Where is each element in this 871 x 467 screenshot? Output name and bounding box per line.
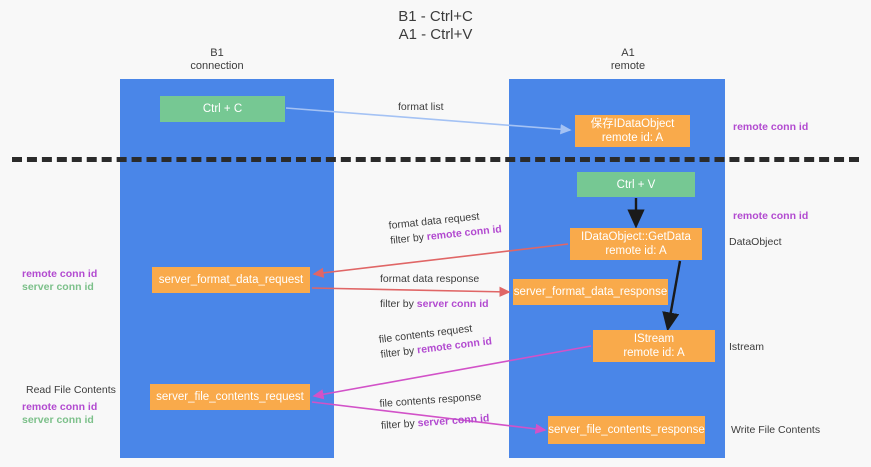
annotation-left-bottom-server-conn-id: server conn id bbox=[22, 414, 94, 426]
node-server-format-data-request[interactable]: server_format_data_request bbox=[152, 267, 310, 293]
node-ctrl-c-label: Ctrl + C bbox=[202, 103, 243, 115]
edge-label-format-data-response-filter: filter by server conn id bbox=[380, 297, 489, 312]
column-header-a1: A1 remote bbox=[548, 47, 708, 73]
edge-label-file-contents-response-line1: file contents response bbox=[379, 390, 482, 410]
edge-label-file-contents-response: file contents response filter by server … bbox=[379, 389, 490, 433]
annotation-left-mid-remote-conn-id: remote conn id bbox=[22, 268, 98, 280]
annotation-left-bottom-remote-conn-id: remote conn id bbox=[22, 401, 98, 413]
column-header-a1-name: A1 bbox=[621, 47, 635, 59]
column-header-b1: B1 connection bbox=[137, 47, 297, 73]
node-ctrl-v[interactable]: Ctrl + V bbox=[577, 172, 695, 197]
diagram-title-line2: A1 - Ctrl+V bbox=[398, 26, 473, 43]
node-server-format-data-response-label: server_format_data_response bbox=[513, 286, 668, 298]
filter-prefix: filter by bbox=[379, 344, 418, 361]
filter-prefix: filter by bbox=[380, 298, 417, 310]
diagram-title-line1: B1 - Ctrl+C bbox=[398, 8, 473, 25]
node-save-idataobject[interactable]: 保存IDataObject remote id: A bbox=[575, 115, 690, 147]
node-istream[interactable]: IStream remote id: A bbox=[593, 330, 715, 362]
node-ctrl-v-label: Ctrl + V bbox=[616, 178, 656, 191]
node-istream-sublabel: remote id: A bbox=[623, 347, 685, 359]
annotation-remote-conn-id-mid: remote conn id bbox=[733, 210, 809, 222]
node-server-format-data-response[interactable]: server_format_data_response bbox=[513, 279, 668, 305]
annotation-remote-conn-id-top: remote conn id bbox=[733, 121, 809, 133]
node-server-file-contents-request[interactable]: server_file_contents_request bbox=[150, 384, 310, 410]
node-save-idataobject-label: 保存IDataObject bbox=[590, 118, 675, 130]
edge-label-format-list: format list bbox=[398, 101, 444, 113]
column-header-a1-role: remote bbox=[610, 60, 646, 72]
node-istream-label: IStream bbox=[633, 333, 675, 345]
edge-label-format-data-response: format data response filter by server co… bbox=[380, 272, 489, 312]
node-server-format-data-request-label: server_format_data_request bbox=[158, 274, 304, 286]
annotation-write-file-contents: Write File Contents bbox=[731, 424, 821, 436]
filter-prefix: filter by bbox=[389, 231, 428, 247]
annotation-left-mid-server-conn-id: server conn id bbox=[22, 281, 94, 293]
node-server-file-contents-response[interactable]: server_file_contents_response bbox=[548, 416, 705, 444]
annotation-istream: Istream bbox=[729, 341, 765, 353]
edge-label-format-data-request: format data request filter by remote con… bbox=[388, 207, 503, 249]
node-idataobject-getdata-label: IDataObject::GetData bbox=[581, 231, 691, 243]
annotation-left-bottom-group: remote conn id server conn id bbox=[22, 401, 97, 427]
annotation-left-mid-group: remote conn id server conn id bbox=[22, 268, 97, 294]
column-header-b1-name: B1 bbox=[210, 47, 224, 59]
filter-key-server-conn-id: server conn id bbox=[417, 412, 490, 430]
node-idataobject-getdata[interactable]: IDataObject::GetData remote id: A bbox=[570, 228, 702, 260]
node-server-file-contents-response-label: server_file_contents_response bbox=[548, 424, 705, 436]
node-ctrl-c[interactable]: Ctrl + C bbox=[160, 96, 285, 122]
edge-label-format-data-response-line1: format data response bbox=[380, 273, 480, 285]
section-divider bbox=[12, 157, 859, 162]
node-save-idataobject-sublabel: remote id: A bbox=[601, 132, 664, 144]
filter-key-server-conn-id: server conn id bbox=[416, 298, 489, 310]
annotation-dataobject: DataObject bbox=[729, 236, 782, 248]
node-idataobject-getdata-sublabel: remote id: A bbox=[605, 245, 667, 257]
annotation-read-file-contents: Read File Contents bbox=[26, 384, 116, 396]
node-server-file-contents-request-label: server_file_contents_request bbox=[156, 391, 304, 403]
edge-label-file-contents-response-filter: filter by server conn id bbox=[381, 411, 490, 434]
edge-label-file-contents-request: file contents request filter by remote c… bbox=[378, 319, 493, 362]
column-header-b1-role: connection bbox=[190, 60, 244, 72]
filter-prefix: filter by bbox=[380, 417, 419, 432]
